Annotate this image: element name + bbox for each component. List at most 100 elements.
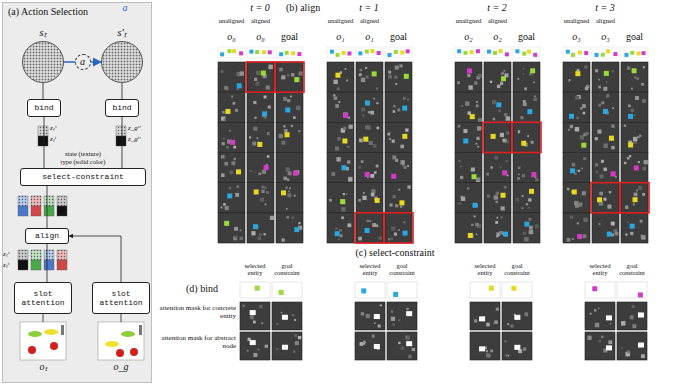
mask-noise	[598, 308, 600, 310]
label-holder: o₀	[256, 31, 264, 43]
mask-noise	[599, 340, 601, 342]
highlight-box	[355, 213, 384, 243]
mask-noise	[267, 155, 270, 158]
slot-object	[468, 233, 473, 238]
mask-noise	[577, 222, 579, 224]
slot-mask	[455, 213, 482, 243]
mask-noise	[499, 231, 503, 235]
mask-noise	[627, 157, 630, 160]
figure-label: aligned	[488, 17, 507, 25]
mask-noise	[341, 207, 345, 211]
mask-noise	[363, 341, 365, 343]
thumbnail-object	[365, 50, 369, 54]
slot-object	[391, 174, 396, 179]
label-holder: aligned	[596, 17, 615, 25]
slot-mask	[513, 62, 540, 92]
slot-object	[501, 193, 506, 198]
mask-noise	[463, 129, 467, 133]
label-holder: goal constraint	[615, 263, 649, 277]
mask-noise	[392, 140, 395, 143]
thumbnail-object	[347, 51, 351, 55]
thumbnail-object	[268, 50, 272, 54]
mask-noise	[527, 135, 529, 137]
thumbnail-object	[578, 51, 582, 55]
mask-noise	[387, 133, 390, 136]
mask-noise	[575, 127, 579, 131]
mask-noise	[567, 188, 570, 191]
mask-noise	[493, 323, 495, 325]
mask-noise	[361, 108, 365, 112]
slot-object	[261, 71, 266, 76]
latent-state	[18, 196, 28, 206]
attention-mask	[617, 302, 647, 330]
red-object	[130, 348, 138, 356]
label-holder: attention mask for abstract node	[158, 335, 236, 350]
slot-mask	[621, 153, 648, 183]
mask-noise	[222, 142, 225, 145]
thumbnail-object	[232, 49, 236, 53]
mask-noise	[291, 217, 294, 220]
entity-object	[393, 292, 398, 297]
slot-object	[262, 111, 267, 116]
slot-mask	[621, 92, 648, 122]
mask-noise	[507, 323, 509, 325]
mask-noise	[240, 237, 243, 240]
mask-noise	[365, 67, 367, 69]
attention-mask	[585, 302, 615, 330]
slot-object	[363, 137, 368, 142]
slot-mask	[484, 92, 511, 122]
mask-noise	[279, 134, 283, 138]
slot-object	[632, 68, 637, 73]
label-holder: o₂	[493, 31, 501, 43]
mask-noise	[223, 203, 226, 206]
mask-noise	[471, 167, 475, 171]
mask-noise	[376, 165, 379, 168]
observation-image	[98, 322, 144, 360]
label-holder: z_gᵗ′	[128, 135, 140, 143]
module-box: select-constraint	[20, 168, 146, 186]
slot-object	[604, 71, 609, 76]
mask-noise	[631, 88, 633, 90]
mask-noise	[371, 189, 375, 193]
latent-state	[44, 196, 54, 206]
mask-noise	[257, 137, 259, 139]
thumbnail-object	[642, 51, 646, 55]
mask-noise	[643, 160, 647, 164]
slot-object	[342, 138, 347, 143]
mask-noise	[627, 66, 630, 69]
mask-noise	[224, 162, 228, 166]
thumbnail-object	[522, 52, 526, 56]
mask-noise	[266, 85, 270, 89]
mask-blob	[406, 311, 412, 316]
mask-noise	[642, 193, 645, 196]
mask-noise	[391, 310, 393, 312]
mask-noise	[398, 229, 400, 231]
slot-object	[335, 231, 340, 236]
mask-noise	[243, 305, 245, 307]
mask-noise	[226, 146, 229, 149]
label-holder: t = 3	[595, 2, 615, 14]
mask-noise	[295, 334, 297, 336]
mask-blob	[514, 345, 520, 350]
mask-noise	[636, 189, 638, 191]
thumbnail-object	[220, 52, 224, 56]
mask-noise	[359, 69, 362, 72]
module-label: select-constraint	[42, 172, 124, 181]
slot-object	[521, 141, 526, 146]
latent-texture	[116, 126, 126, 136]
mask-noise	[501, 216, 503, 218]
figure-label: unaligned	[456, 17, 482, 25]
mask-noise	[506, 131, 509, 134]
mask-noise	[598, 104, 601, 107]
mask-noise	[223, 138, 225, 140]
thumbnail	[356, 47, 383, 58]
mask-noise	[615, 232, 619, 236]
mask-noise	[477, 126, 481, 130]
mask-noise	[388, 75, 392, 79]
thumbnail-object	[499, 49, 503, 53]
mask-noise	[596, 170, 599, 173]
label-holder: o₃	[601, 31, 609, 43]
mask-noise	[294, 195, 296, 197]
red-object	[116, 349, 124, 357]
slot-mask	[455, 183, 482, 213]
